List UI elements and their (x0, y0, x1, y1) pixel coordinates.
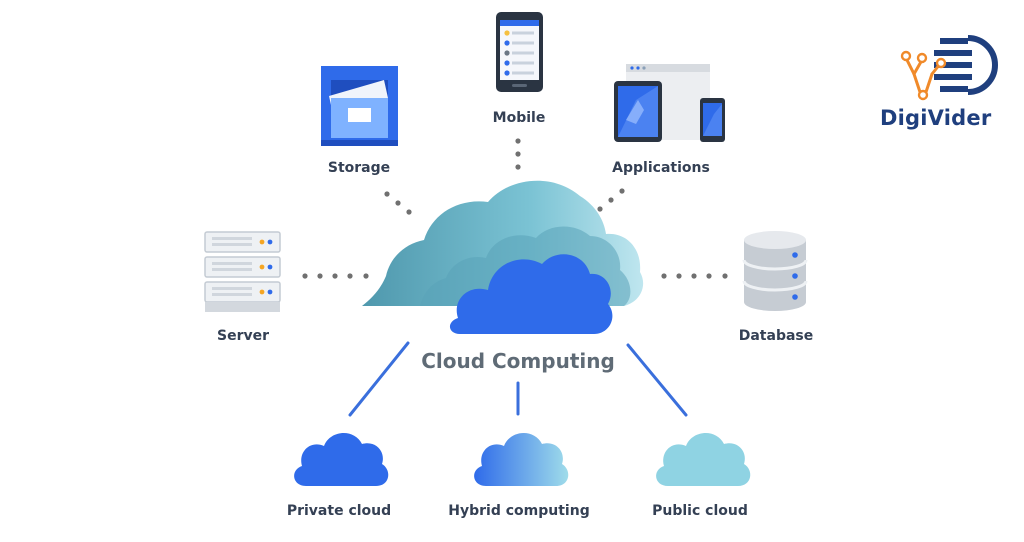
brand-name: DigiVider (880, 106, 992, 130)
storage-icon (321, 66, 398, 146)
line-private-cloud (348, 341, 410, 417)
node-label-storage: Storage (327, 160, 391, 176)
connector-database (661, 273, 728, 279)
connector-server (302, 273, 369, 279)
node-label-applications: Applications (612, 160, 710, 176)
cloud-type-label-private: Private cloud (286, 503, 392, 519)
mobile-icon (496, 12, 543, 92)
database-icon (742, 231, 808, 311)
connector-mobile (515, 138, 521, 170)
hybrid-cloud-icon (474, 432, 569, 486)
node-label-database: Database (738, 328, 814, 344)
server-icon (204, 231, 281, 312)
line-public-cloud (626, 343, 688, 417)
cloud-type-label-hybrid: Hybrid computing (448, 503, 590, 519)
connector-applications (597, 188, 625, 212)
cloud-type-label-public: Public cloud (652, 503, 748, 519)
applications-icon (614, 64, 725, 142)
node-label-server: Server (216, 328, 270, 344)
hub-title: Cloud Computing (421, 349, 615, 373)
node-label-mobile: Mobile (492, 110, 546, 126)
central-cloud-icon (362, 180, 644, 334)
connector-storage (384, 191, 412, 215)
brand-logo-icon (900, 35, 998, 101)
private-cloud-icon (294, 432, 389, 486)
public-cloud-icon (656, 432, 751, 486)
